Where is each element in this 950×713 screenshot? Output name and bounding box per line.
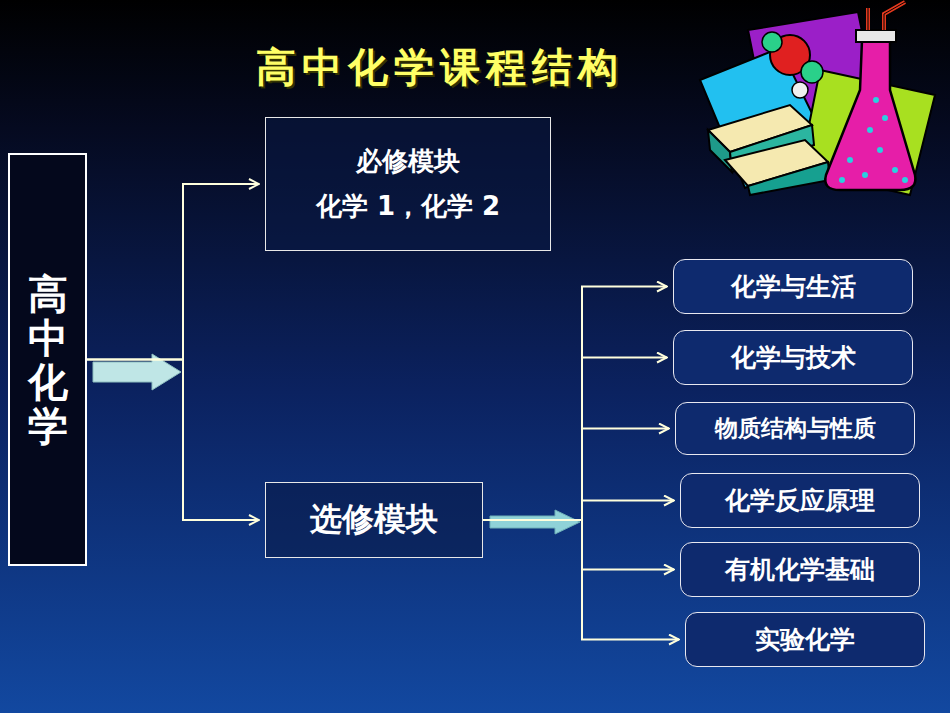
elective-box: 化学与生活	[673, 259, 913, 314]
chemistry-clipart	[700, 2, 935, 195]
module-box: 选修模块	[265, 482, 483, 558]
elective-box: 化学反应原理	[680, 473, 920, 528]
connector-arrow	[483, 287, 667, 521]
box-label: 有机化学基础	[725, 553, 875, 586]
elective-box: 物质结构与性质	[675, 402, 915, 455]
box-label: 化学与生活	[731, 270, 856, 303]
page-title: 高中化学课程结构	[256, 40, 624, 95]
module-box: 必修模块化学 1，化学 2	[265, 117, 551, 251]
box-label: 物质结构与性质	[715, 413, 876, 444]
box-label: 选修模块	[310, 498, 438, 542]
box-subtitle: 化学 1，化学 2	[316, 189, 500, 224]
box-label: 高中化学	[28, 272, 68, 448]
box-label: 必修模块	[356, 144, 460, 179]
box-label: 化学与技术	[731, 341, 856, 374]
connector-arrow	[483, 358, 667, 521]
elective-box: 有机化学基础	[680, 542, 920, 597]
elective-box: 实验化学	[685, 612, 925, 667]
connector-arrow	[87, 360, 259, 521]
box-label: 化学反应原理	[725, 484, 875, 517]
connector-arrow	[483, 429, 669, 521]
box-label: 实验化学	[755, 623, 855, 656]
connector-arrow	[483, 520, 674, 570]
vertical-title-box: 高中化学	[8, 153, 87, 566]
elective-box: 化学与技术	[673, 330, 913, 385]
connector-arrow	[483, 520, 679, 640]
connector-arrow	[483, 501, 674, 521]
block-arrow	[490, 510, 580, 534]
connector-arrow	[87, 184, 259, 360]
